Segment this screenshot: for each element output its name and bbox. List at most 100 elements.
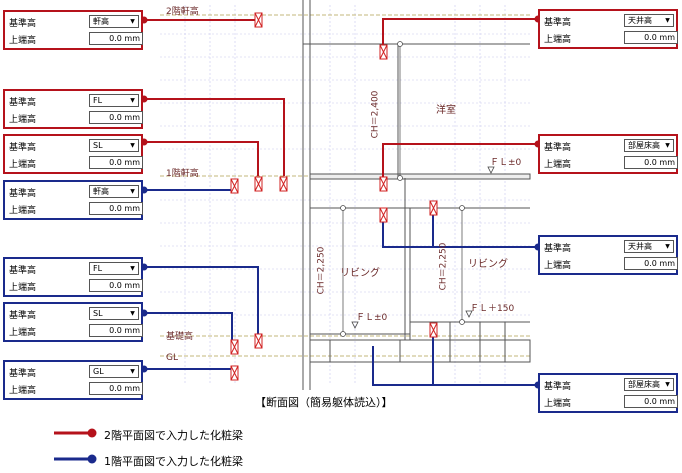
ref-height-select[interactable]: FL▼ (89, 262, 139, 275)
ref-height-select[interactable]: SL▼ (89, 307, 139, 320)
beam-setting-box: 基準高 FL▼ 上端高 0.0 mm (3, 89, 143, 129)
top-height-label: 上端高 (9, 36, 37, 46)
ref-height-select[interactable]: 部屋床高▼ (624, 378, 674, 391)
ref-height-label: 基準高 (544, 382, 572, 392)
beam-setting-box: 基準高 軒高▼ 上端高 0.0 mm (3, 180, 143, 220)
beam-marker-icon (254, 12, 263, 28)
ref-height-label: 基準高 (544, 143, 572, 153)
beam-marker-icon (230, 339, 239, 355)
ref-height-label: 基準高 (544, 244, 572, 254)
grid-lines (160, 5, 530, 385)
ceiling-height-2250: CH＝2,250 (316, 246, 327, 295)
top-height-input[interactable]: 0.0 mm (89, 324, 143, 337)
top-height-input[interactable]: 0.0 mm (624, 257, 678, 270)
diagram-caption: 【断面図（簡易躯体読込）】 (255, 396, 393, 409)
beam-marker-icon (379, 44, 388, 60)
legend-item-red: 2階平面図で入力した化粧梁 (104, 429, 243, 442)
ref-height-select[interactable]: 部屋床高▼ (624, 139, 674, 152)
beam-setting-box: 基準高 GL▼ 上端高 0.0 mm (3, 360, 143, 400)
level-label-1f-eave: 1階軒高 (166, 169, 199, 179)
leaders-blue (144, 189, 538, 386)
top-height-label: 上端高 (9, 283, 37, 293)
beam-setting-box: 基準高 天井高▼ 上端高 0.0 mm (538, 235, 678, 275)
beam-marker-icon (379, 207, 388, 223)
chevron-down-icon: ▼ (130, 97, 135, 104)
room-label-living-1: リビング (340, 268, 380, 279)
beam-setting-box: 基準高 軒高▼ 上端高 0.0 mm (3, 10, 143, 50)
ref-height-label: 基準高 (9, 266, 37, 276)
top-height-label: 上端高 (544, 160, 572, 170)
room-label-living-2: リビング (468, 259, 508, 270)
top-height-label: 上端高 (9, 206, 37, 216)
beam-marker-icon (254, 176, 263, 192)
beam-setting-box: 基準高 部屋床高▼ 上端高 0.0 mm (538, 373, 678, 413)
legend-item-blue: 1階平面図で入力した化粧梁 (104, 455, 243, 468)
chevron-down-icon: ▼ (665, 243, 670, 250)
structure (302, 0, 531, 390)
beam-marker-icon (429, 322, 438, 338)
chevron-down-icon: ▼ (130, 368, 135, 375)
ref-height-label: 基準高 (544, 18, 572, 28)
level-label-gl: GL (166, 353, 178, 363)
ceiling-height-2250-b: CH＝2,250 (438, 242, 449, 291)
dimension-lines (340, 41, 465, 337)
level-label-2f-eave: 2階軒高 (166, 7, 199, 17)
ref-height-select[interactable]: SL▼ (89, 139, 139, 152)
top-height-label: 上端高 (544, 35, 572, 45)
top-height-input[interactable]: 0.0 mm (89, 32, 143, 45)
fl-markers (351, 166, 495, 329)
ref-height-select[interactable]: 軒高▼ (89, 15, 139, 28)
chevron-down-icon: ▼ (130, 310, 135, 317)
top-height-input[interactable]: 0.0 mm (624, 31, 678, 44)
top-height-input[interactable]: 0.0 mm (89, 279, 143, 292)
chevron-down-icon: ▼ (130, 18, 135, 25)
room-label-western: 洋室 (436, 105, 456, 116)
legend-lines (54, 428, 97, 464)
beam-setting-box: 基準高 SL▼ 上端高 0.0 mm (3, 302, 143, 342)
top-height-label: 上端高 (9, 115, 37, 125)
beam-marker-icon (279, 176, 288, 192)
beam-marker-icon (254, 333, 263, 349)
top-height-input[interactable]: 0.0 mm (89, 382, 143, 395)
beam-marker-icon (379, 176, 388, 192)
beam-setting-box: 基準高 SL▼ 上端高 0.0 mm (3, 134, 143, 174)
leader-dots-blue (140, 186, 542, 389)
top-height-label: 上端高 (9, 328, 37, 338)
ref-height-label: 基準高 (9, 143, 37, 153)
top-height-label: 上端高 (9, 386, 37, 396)
top-height-label: 上端高 (9, 160, 37, 170)
beam-marker-icon (429, 200, 438, 216)
beam-setting-box: 基準高 部屋床高▼ 上端高 0.0 mm (538, 134, 678, 174)
chevron-down-icon: ▼ (130, 265, 135, 272)
ref-height-label: 基準高 (9, 311, 37, 321)
chevron-down-icon: ▼ (130, 188, 135, 195)
top-height-input[interactable]: 0.0 mm (89, 156, 143, 169)
beam-marker-icon (230, 365, 239, 381)
top-height-input[interactable]: 0.0 mm (89, 111, 143, 124)
chevron-down-icon: ▼ (665, 381, 670, 388)
top-height-input[interactable]: 0.0 mm (89, 202, 143, 215)
top-height-input[interactable]: 0.0 mm (624, 395, 678, 408)
beam-setting-box: 基準高 天井高▼ 上端高 0.0 mm (538, 9, 678, 49)
ref-height-select[interactable]: GL▼ (89, 365, 139, 378)
beam-setting-box: 基準高 FL▼ 上端高 0.0 mm (3, 257, 143, 297)
floor-level-top: ＦＬ±0 (490, 158, 522, 168)
chevron-down-icon: ▼ (130, 142, 135, 149)
top-height-label: 上端高 (544, 261, 572, 271)
beam-markers (230, 12, 438, 381)
top-height-label: 上端高 (544, 399, 572, 409)
chevron-down-icon: ▼ (665, 142, 670, 149)
ref-height-select[interactable]: 軒高▼ (89, 185, 139, 198)
top-height-input[interactable]: 0.0 mm (624, 156, 678, 169)
ceiling-height-2400: CH＝2,400 (370, 90, 381, 139)
ref-height-select[interactable]: FL▼ (89, 94, 139, 107)
ref-height-label: 基準高 (9, 98, 37, 108)
ref-height-label: 基準高 (9, 19, 37, 29)
ref-height-select[interactable]: 天井高▼ (624, 14, 674, 27)
leaders-red (144, 18, 538, 178)
beam-marker-icon (230, 178, 239, 194)
level-label-base: 基礎高 (166, 332, 194, 342)
ref-height-select[interactable]: 天井高▼ (624, 240, 674, 253)
